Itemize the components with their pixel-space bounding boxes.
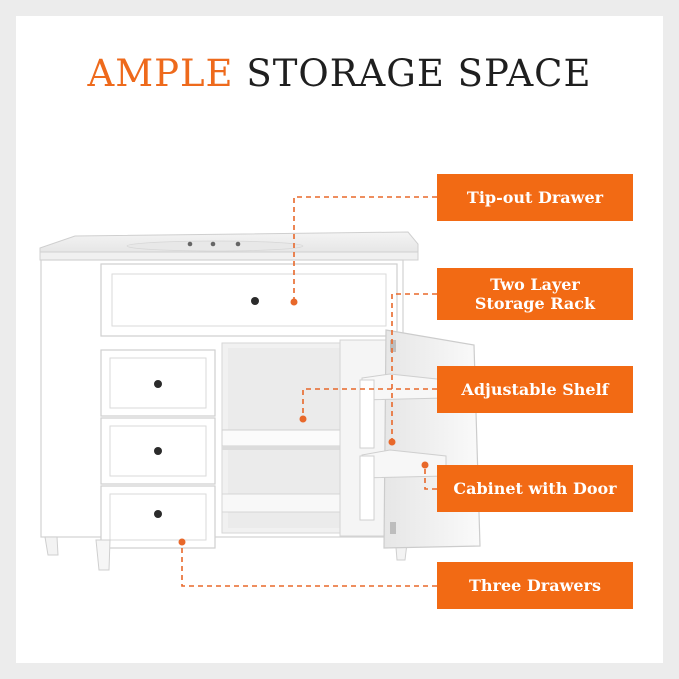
page-title: AMPLE STORAGE SPACE bbox=[0, 52, 679, 96]
countertop bbox=[39, 231, 419, 261]
leader-adjustable-shelf bbox=[302, 388, 437, 418]
leader-three-drawers bbox=[181, 545, 437, 587]
cabinet-legs bbox=[44, 534, 409, 571]
leader-tip-out-drawer bbox=[293, 196, 437, 300]
callout-cabinet-with-door: Cabinet with Door bbox=[437, 465, 633, 512]
callout-label: Three Drawers bbox=[469, 576, 601, 595]
tip-out-drawer bbox=[100, 263, 398, 337]
callout-label: Adjustable Shelf bbox=[461, 380, 609, 399]
callout-three-drawers: Three Drawers bbox=[437, 562, 633, 609]
three-drawers bbox=[100, 349, 216, 549]
callout-label: Tip-out Drawer bbox=[466, 188, 604, 207]
callout-label: Cabinet with Door bbox=[453, 479, 617, 498]
callout-leader-dots bbox=[178, 298, 429, 546]
drawer-knob bbox=[251, 297, 259, 305]
title-rest: STORAGE SPACE bbox=[246, 52, 592, 95]
leader-cabinet-door bbox=[424, 466, 437, 490]
title-accent: AMPLE bbox=[87, 52, 234, 95]
callout-adjustable-shelf: Adjustable Shelf bbox=[437, 366, 633, 413]
callout-label: Two Layer Storage Rack bbox=[474, 275, 596, 313]
callout-leader-lines bbox=[181, 196, 437, 587]
callout-tip-out-drawer: Tip-out Drawer bbox=[437, 174, 633, 221]
callout-two-layer-storage-rack: Two Layer Storage Rack bbox=[437, 268, 633, 320]
leader-storage-rack bbox=[391, 293, 437, 440]
